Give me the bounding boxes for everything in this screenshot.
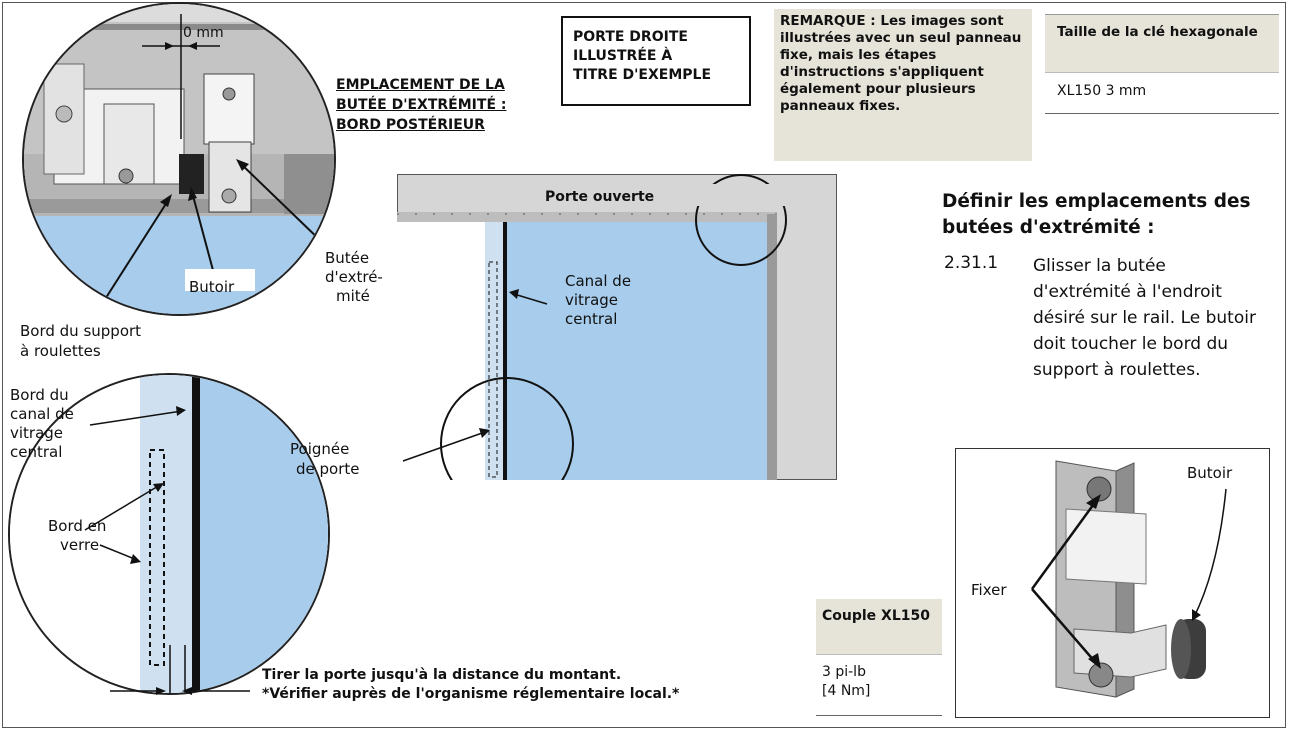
glass-edge-label-line2: verre [60,536,100,554]
door-canal-label-line3: central [565,310,618,328]
example-note-line3: TITRE D'EXEMPLE [573,67,712,83]
door-canal-label-line2: vitrage [565,291,619,309]
end-stop-detail-illustration [24,4,334,314]
zero-mm-dimension-label: 0 mm [183,25,224,41]
open-door-view [397,174,837,511]
iso-butoir-label: Butoir [1187,464,1233,482]
step-text: Glisser la butée d'extrémité à l'endroit… [1033,256,1256,380]
end-stop-iso-illustration [956,449,1269,717]
butee-label-line2: d'extré- [325,268,383,286]
location-heading-line2: BUTÉE D'EXTRÉMITÉ : [336,97,507,113]
torque-value-line2: [4 Nm] [822,683,871,699]
zoom-circle-end-stop [22,2,336,316]
remark-note: REMARQUE : Les images sont illustrées av… [774,9,1032,161]
canal-edge-label-line4: central [10,443,63,461]
location-heading-line3: BORD POSTÉRIEUR [336,117,485,133]
clearance-dimension-arrows [110,687,250,695]
iso-fixer-label: Fixer [971,581,1007,599]
canal-edge-label-line3: vitrage [10,424,64,442]
torque-table-header: Couple XL150 [816,599,942,654]
section-title: Définir les emplacements des butées d'ex… [942,191,1251,238]
open-door-title: Porte ouverte [545,189,655,205]
handle-label-line1: Poignée [290,440,350,458]
canal-edge-label-line2: canal de [10,405,74,423]
handle-label-line2: de porte [296,460,360,478]
butee-label-line1: Butée [325,249,370,267]
support-label-line1: Bord du support [20,322,142,340]
hex-key-table-value: XL150 3 mm [1045,72,1279,114]
example-door-note: PORTE DROITE ILLUSTRÉE À TITRE D'EXEMPLE [561,16,751,106]
location-heading-line1: EMPLACEMENT DE LA [336,77,505,93]
clearance-note-line2: *Vérifier auprès de l'organisme réglemen… [262,686,680,702]
torque-table-value: 3 pi-lb [4 Nm] [816,654,942,716]
hex-key-table: Taille de la clé hexagonale XL150 3 mm [1045,14,1279,114]
clearance-note-line1: Tirer la porte jusqu'à la distance du mo… [262,667,622,683]
example-note-line1: PORTE DROITE [573,29,688,45]
step-number: 2.31.1 [944,253,999,273]
open-door-illustration [397,174,837,511]
support-label-line2: à roulettes [20,342,101,360]
torque-table: Couple XL150 3 pi-lb [4 Nm] [816,599,942,716]
example-note-line2: ILLUSTRÉE À [573,48,673,64]
door-canal-label-line1: Canal de [565,272,632,290]
torque-value-line1: 3 pi-lb [822,664,866,680]
glass-edge-label-line1: Bord en [48,517,107,535]
canal-edge-label-line1: Bord du [10,386,69,404]
clearance-note: Tirer la porte jusqu'à la distance du mo… [262,666,822,704]
end-stop-iso-view [955,448,1270,718]
butoir-label-top: Butoir [189,278,235,296]
hex-key-table-header: Taille de la clé hexagonale [1045,14,1279,72]
butee-label-line3: mité [336,287,370,305]
